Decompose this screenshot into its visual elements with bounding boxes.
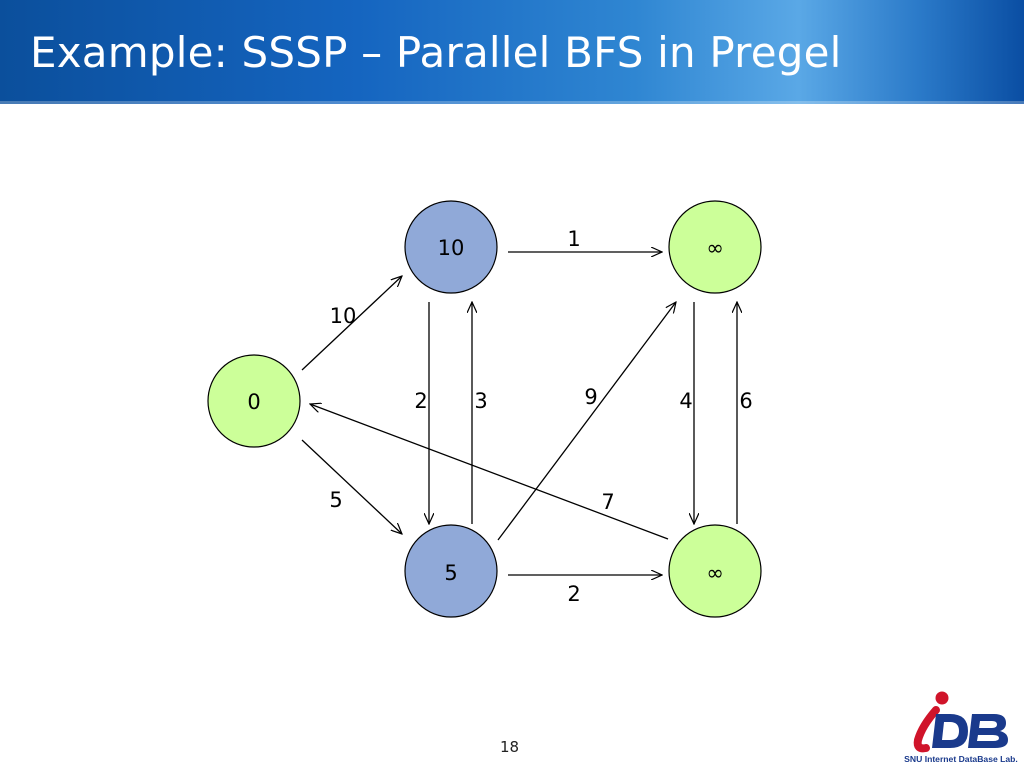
node-bottom-left: 5	[404, 524, 498, 618]
node-top-right: ∞	[668, 200, 762, 294]
edge-source-to-top-left	[301, 276, 402, 371]
slide-title: Example: SSSP – Parallel BFS in Pregel	[30, 28, 842, 77]
edge-weight-bottom-right-source: 7	[601, 490, 614, 514]
edge-weight-top-right-bottom-right: 4	[679, 389, 692, 413]
page-number: 18	[500, 738, 520, 756]
edge-weight-source-bottom-left: 5	[329, 488, 342, 512]
node-top-left: 10	[404, 200, 498, 294]
logo-d-shape	[932, 714, 968, 748]
edge-weight-source-top-left: 10	[330, 304, 357, 328]
node-bottom-left-label: 5	[444, 561, 457, 585]
node-source-circle	[207, 354, 301, 448]
edge-source-to-bottom-left	[301, 439, 402, 534]
node-source: 0	[207, 354, 301, 448]
logo-i-stroke	[913, 706, 940, 753]
logo-b-shape	[968, 714, 1008, 748]
node-top-left-circle	[404, 200, 498, 294]
edge-weight-top-left-bottom-left: 2	[414, 389, 427, 413]
node-top-right-label: ∞	[706, 236, 724, 260]
edge-bottom-right-to-source	[310, 404, 669, 540]
node-bottom-right-label: ∞	[706, 561, 724, 585]
node-bottom-right-circle	[668, 524, 762, 618]
node-bottom-right: ∞	[668, 524, 762, 618]
node-top-right-circle	[668, 200, 762, 294]
logo-dot	[935, 691, 949, 705]
edge-bottom-left-to-top-right	[497, 302, 676, 541]
edge-weight-bottom-left-bottom-right: 2	[567, 582, 580, 606]
edge-weight-bottom-left-top-right: 9	[584, 385, 597, 409]
node-top-left-label: 10	[438, 236, 465, 260]
node-source-label: 0	[247, 390, 260, 414]
logo-caption: SNU Internet DataBase Lab.	[904, 754, 1018, 764]
idb-lab-logo: SNU Internet DataBase Lab.	[904, 691, 1018, 764]
title-bar: Example: SSSP – Parallel BFS in Pregel	[0, 0, 1024, 104]
edge-weight-top-left-top-right: 1	[567, 227, 580, 251]
edge-weight-bottom-left-top-left: 3	[474, 389, 487, 413]
edge-weight-bottom-right-top-right: 6	[739, 389, 752, 413]
node-bottom-left-circle	[404, 524, 498, 618]
